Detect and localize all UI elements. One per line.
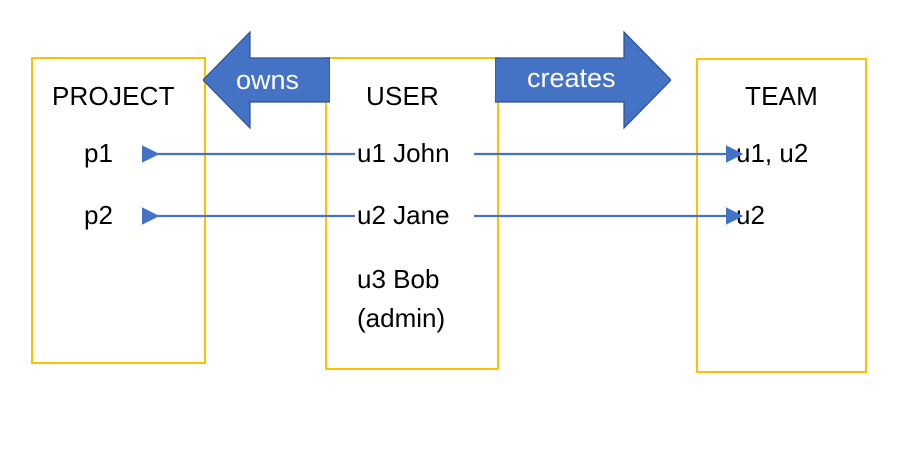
user-row-u3: u3 Bob [357,264,440,294]
owns-block-arrow [203,30,330,130]
user-row-u3-admin: (admin) [357,303,446,333]
project-row-p2: p2 [84,200,113,230]
team-row-1: u1, u2 [736,138,809,168]
owns-arrow-label: owns [236,65,300,95]
entity-title-team: TEAM [745,81,819,111]
entity-title-project: PROJECT [52,81,175,111]
creates-block-arrow [495,30,671,130]
entity-box-user [325,57,499,370]
user-row-u1: u1 John [357,138,450,168]
entity-box-project [31,57,206,364]
creates-arrow-label: creates [527,63,616,93]
entity-title-user: USER [366,81,440,111]
user-row-u2: u2 Jane [357,200,450,230]
team-row-2: u2 [736,200,765,230]
project-row-p1: p1 [84,138,113,168]
